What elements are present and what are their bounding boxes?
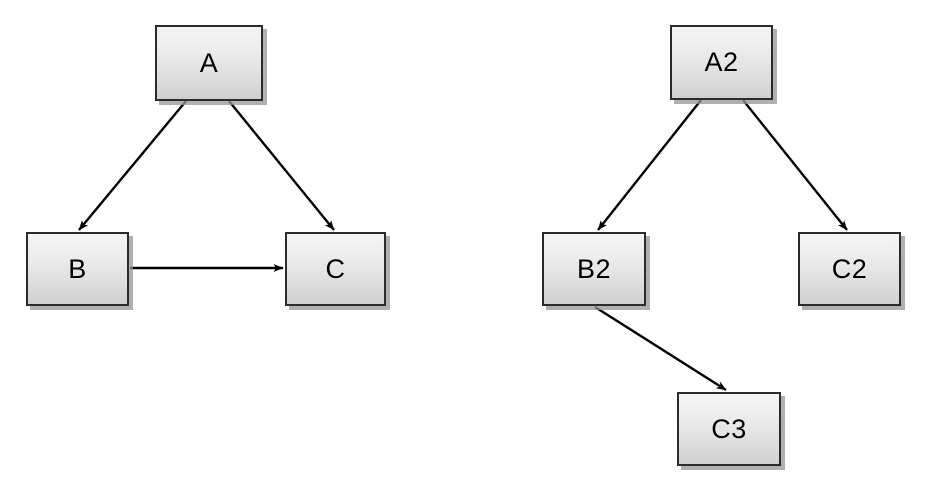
node-b[interactable]: B	[26, 232, 129, 306]
node-label: A	[199, 47, 219, 78]
edges-group	[78, 99, 848, 392]
node-label: B	[68, 253, 87, 284]
node-a[interactable]: A	[155, 25, 263, 101]
node-b2[interactable]: B2	[542, 232, 646, 306]
node-label: C3	[711, 413, 747, 444]
node-c3[interactable]: C3	[677, 392, 781, 466]
node-label: B2	[576, 253, 612, 284]
edge-a-to-b	[78, 100, 187, 231]
node-c2[interactable]: C2	[798, 232, 901, 306]
edge-a2-to-b2	[597, 99, 702, 231]
node-a2[interactable]: A2	[670, 25, 773, 100]
edge-a2-to-c2	[742, 99, 848, 231]
edge-b2-to-c3	[594, 305, 727, 392]
node-label: C	[325, 253, 346, 284]
node-label: C2	[831, 253, 868, 284]
edge-a-to-c	[228, 100, 335, 231]
node-label: A2	[704, 47, 739, 77]
node-c[interactable]: C	[285, 232, 386, 306]
